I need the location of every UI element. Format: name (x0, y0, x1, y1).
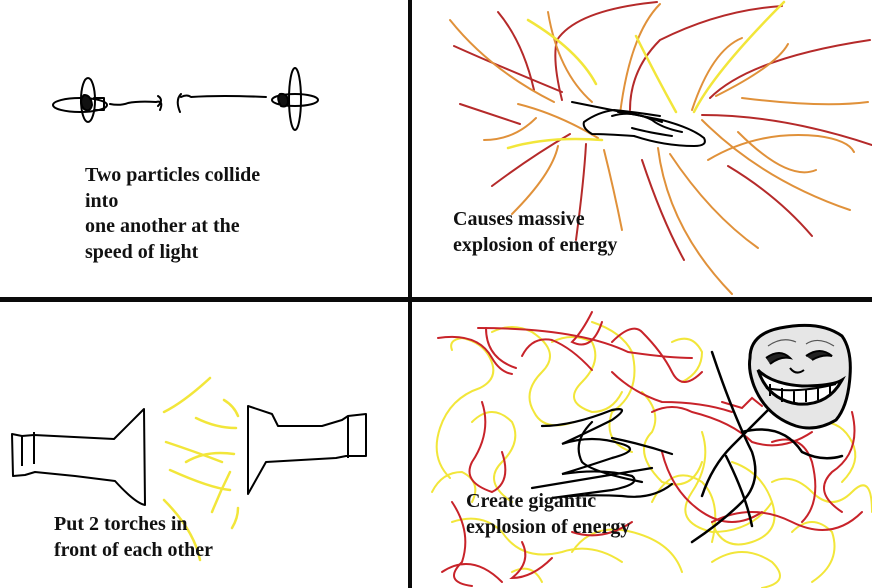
collision-scribble-icon (530, 408, 674, 500)
explosion-rays-orange (449, 3, 869, 295)
caption-panel-2: Causes massive explosion of energy (453, 208, 618, 256)
chaos-drawing (431, 311, 872, 588)
torches-drawing (11, 376, 367, 562)
chaos-scribbles-red (437, 311, 863, 587)
stick-figure-icon (690, 350, 844, 544)
panel-2-explosion: Causes massive explosion of energy (412, 0, 872, 297)
panel-divider-horizontal (0, 297, 872, 302)
caption-panel-1: Two particles collide into one another a… (85, 164, 261, 263)
torch-right-icon (247, 405, 367, 495)
caption-panel-3: Put 2 torches in front of each other (54, 513, 214, 561)
explosion-rays-yellow (506, 0, 786, 150)
collision-scribble-icon (571, 101, 706, 148)
torch-left-icon (11, 408, 146, 506)
arrow-right-icon (109, 95, 163, 111)
particle-left-icon (52, 77, 108, 123)
panel-4-gigantic-explosion: Create gigantic explosion of energy (412, 302, 872, 588)
particle-right-icon (271, 67, 319, 131)
panel-3-torches: Put 2 torches in front of each other (0, 302, 408, 588)
light-beams (162, 376, 240, 562)
particles-drawing (52, 67, 319, 131)
caption-panel-4: Create gigantic explosion of energy (466, 490, 631, 538)
panel-1-particles: Two particles collide into one another a… (0, 0, 408, 297)
troll-face-icon (748, 323, 852, 430)
explosion-drawing (449, 0, 872, 295)
panel-divider-vertical (408, 0, 412, 588)
arrow-left-icon (176, 93, 267, 113)
